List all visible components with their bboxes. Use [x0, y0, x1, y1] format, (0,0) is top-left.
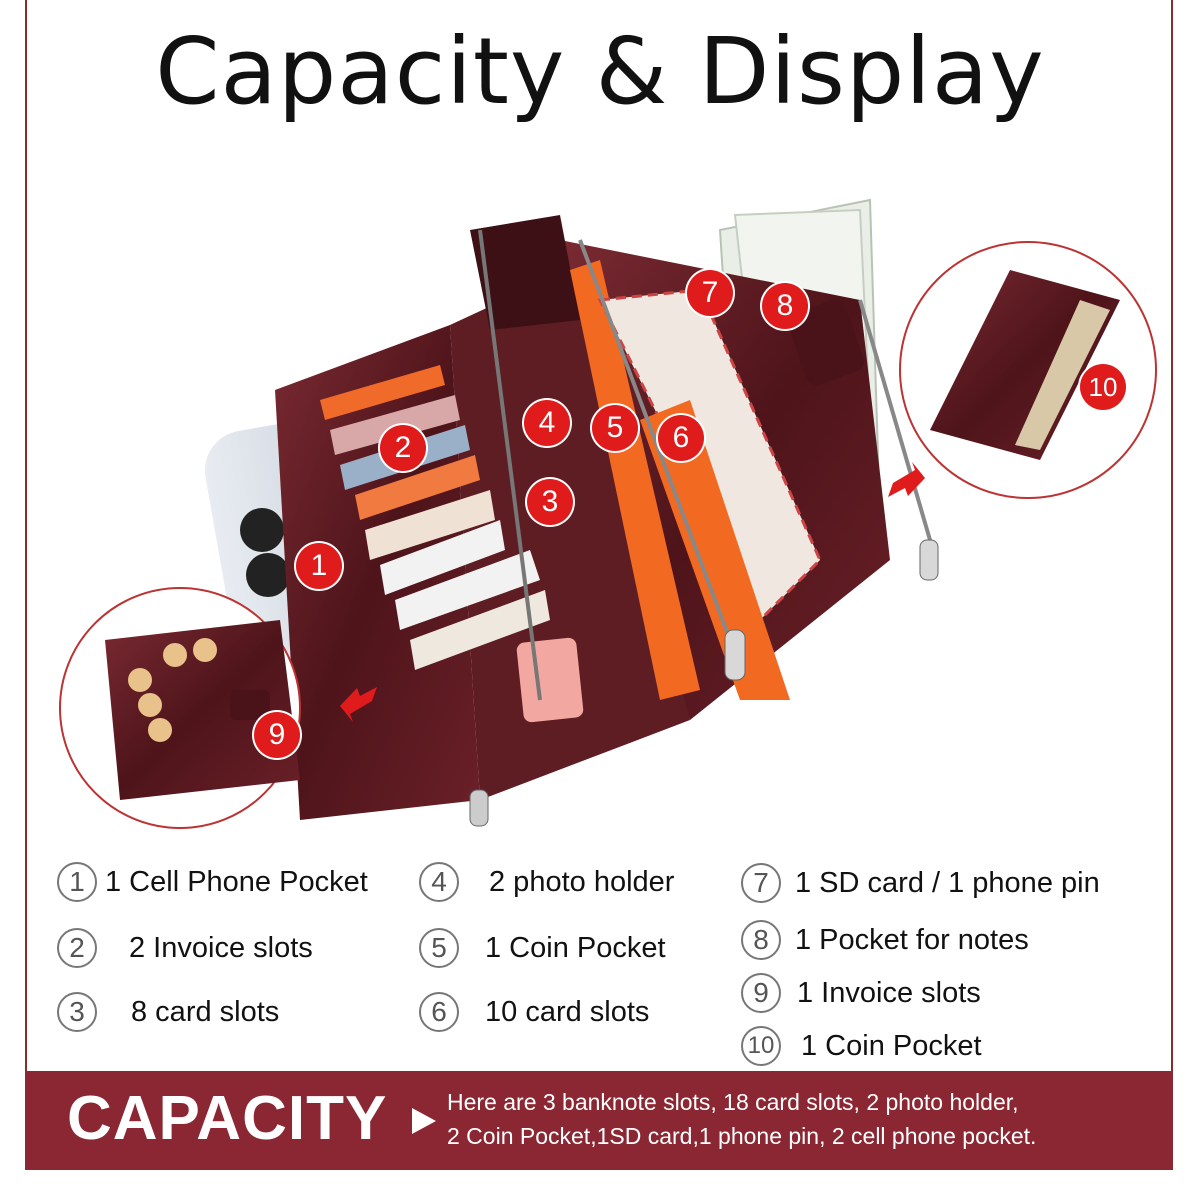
legend-text: 2 photo holder: [489, 865, 675, 898]
capacity-banner: CAPACITY Here are 3 banknote slots, 18 c…: [27, 1071, 1173, 1170]
legend-item-1: 1 1 Cell Phone Pocket: [57, 862, 368, 902]
legend-number: 3: [57, 992, 97, 1032]
legend-item-9: 9 1 Invoice slots: [741, 973, 981, 1013]
legend-number: 8: [741, 920, 781, 960]
badge-6: 6: [658, 415, 704, 461]
badge-8: 8: [762, 283, 808, 329]
legend-text: 8 card slots: [131, 995, 280, 1028]
arrow-right: [888, 462, 925, 497]
arrow-left: [340, 687, 377, 722]
capacity-label: CAPACITY: [67, 1084, 388, 1153]
badge-7: 7: [687, 270, 733, 316]
capacity-line-1: Here are 3 banknote slots, 18 card slots…: [447, 1089, 1019, 1115]
badge-2: 2: [380, 425, 426, 471]
legend-number: 2: [57, 928, 97, 968]
legend-number: 6: [419, 992, 459, 1032]
legend-text: 1 Coin Pocket: [485, 931, 666, 964]
play-arrow-icon: [412, 1108, 436, 1134]
badge-10: 10: [1080, 364, 1126, 410]
legend-item-10: 10 1 Coin Pocket: [741, 1026, 982, 1066]
legend-item-7: 7 1 SD card / 1 phone pin: [741, 863, 1100, 903]
legend-text: 1 Invoice slots: [797, 976, 981, 1009]
badge-3: 3: [527, 479, 573, 525]
page-frame: [25, 0, 1173, 1170]
legend-number: 5: [419, 928, 459, 968]
legend-text: 2 Invoice slots: [129, 931, 313, 964]
capacity-line-2: 2 Coin Pocket,1SD card,1 phone pin, 2 ce…: [447, 1123, 1037, 1149]
badge-9: 9: [254, 712, 300, 758]
legend-item-3: 3 8 card slots: [57, 992, 279, 1032]
legend-number: 4: [419, 862, 459, 902]
badge-4: 4: [524, 400, 570, 446]
legend-text: 1 SD card / 1 phone pin: [795, 866, 1100, 899]
inset-closed-wallet: [899, 241, 1157, 499]
inset-coin-pocket: [59, 587, 301, 829]
legend-number: 10: [741, 1026, 781, 1066]
open-wallet: [275, 215, 939, 827]
legend-text: 1 Coin Pocket: [801, 1029, 982, 1062]
card-slots-left: [320, 365, 550, 670]
legend-item-8: 8 1 Pocket for notes: [741, 920, 1029, 960]
legend-item-6: 6 10 card slots: [419, 992, 649, 1032]
page-title: Capacity & Display: [155, 18, 1045, 125]
legend-text: 1 Pocket for notes: [795, 923, 1029, 956]
badge-1: 1: [296, 543, 342, 589]
legend-text: 1 Cell Phone Pocket: [105, 865, 368, 898]
legend-number: 1: [57, 862, 97, 902]
legend-text: 10 card slots: [485, 995, 650, 1028]
legend-item-4: 4 2 photo holder: [419, 862, 674, 902]
legend-number: 7: [741, 863, 781, 903]
capacity-description: Here are 3 banknote slots, 18 card slots…: [447, 1085, 1036, 1153]
badge-5: 5: [592, 405, 638, 451]
legend-number: 9: [741, 973, 781, 1013]
legend-item-2: 2 2 Invoice slots: [57, 928, 313, 968]
legend-item-5: 5 1 Coin Pocket: [419, 928, 666, 968]
